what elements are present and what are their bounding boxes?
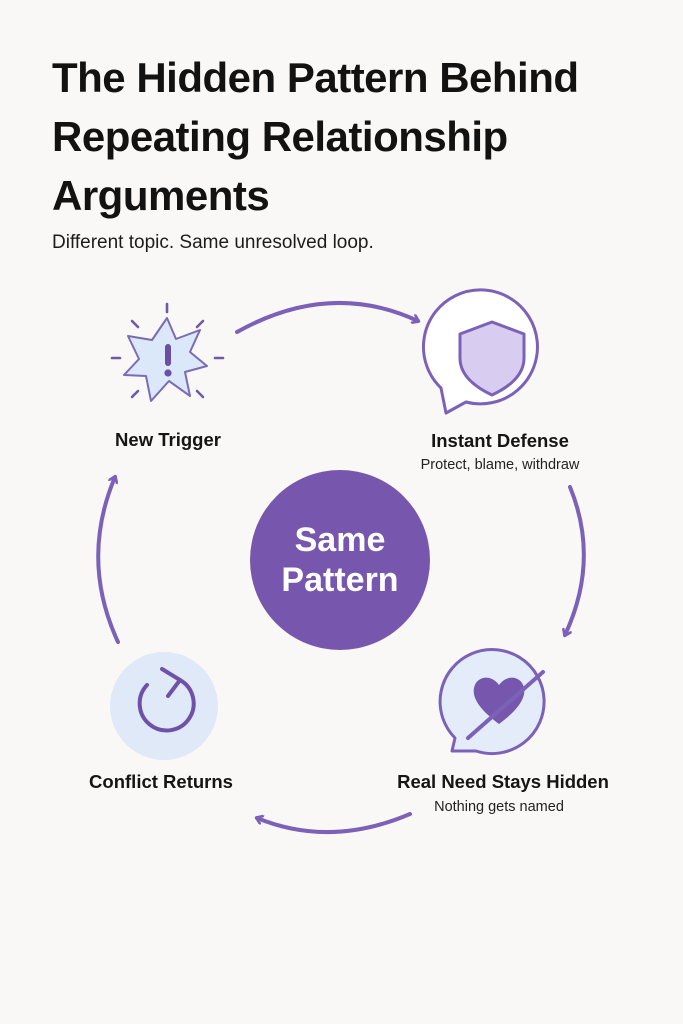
step-label-conflict-returns: Conflict Returns [89, 771, 233, 792]
arrow-hidden-to-returns [257, 812, 412, 835]
step-label-new-trigger: New Trigger [115, 429, 221, 450]
crossed-heart-bubble-icon [438, 648, 546, 756]
step-label-real-need: Real Need Stays Hidden [397, 771, 609, 792]
alert-burst-icon [110, 302, 225, 402]
refresh-icon [110, 652, 218, 760]
center-label: Same Pattern [281, 521, 399, 599]
step-label-instant-defense: Instant Defense [431, 430, 569, 451]
arrow-returns-to-trigger [96, 477, 120, 644]
page-title: The Hidden Pattern Behind Repeating Rela… [52, 54, 579, 219]
arrow-trigger-to-defense [235, 300, 418, 334]
shield-bubble-icon [422, 288, 539, 415]
center-circle: Same Pattern [250, 470, 430, 650]
arrow-defense-to-hidden [565, 485, 586, 635]
step-sublabel-real-need: Nothing gets named [434, 799, 564, 815]
page-subtitle: Different topic. Same unresolved loop. [52, 232, 374, 253]
step-sublabel-instant-defense: Protect, blame, withdraw [420, 457, 580, 473]
